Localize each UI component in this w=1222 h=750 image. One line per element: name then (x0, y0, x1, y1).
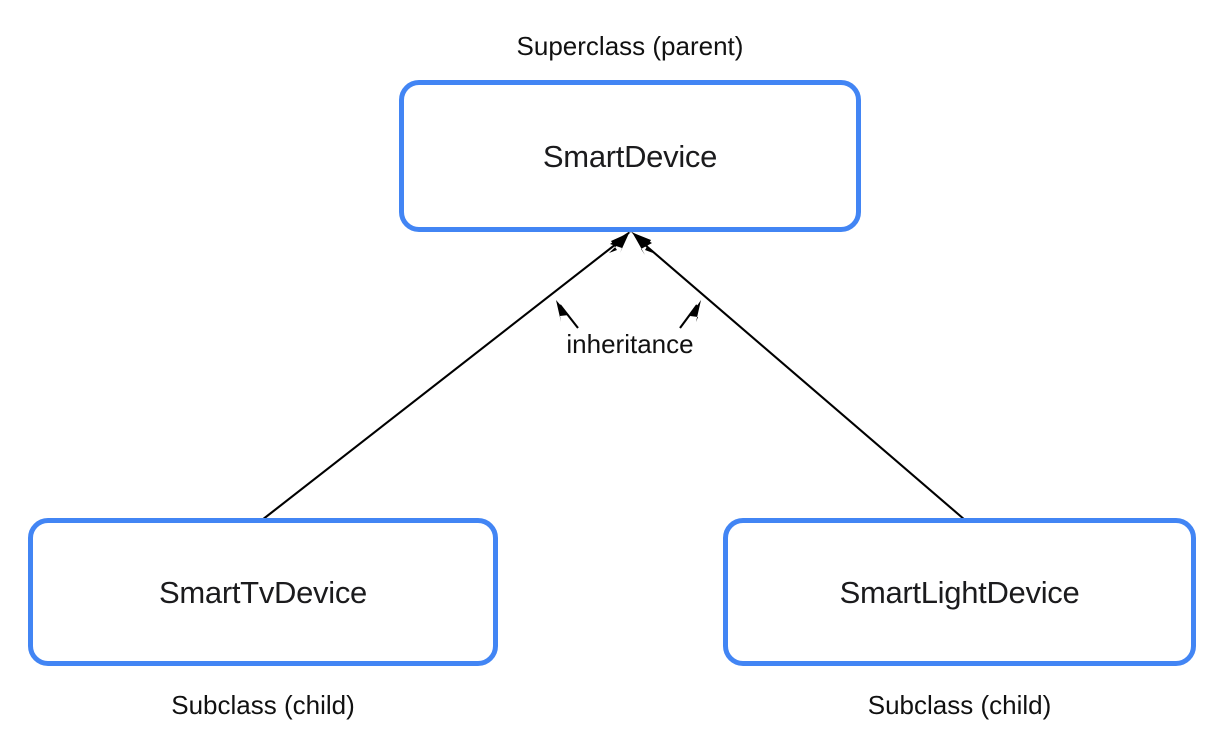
inheritance-arrow-right (631, 232, 966, 521)
caption-subclass-smarttvdevice: Subclass (child) (171, 690, 355, 720)
class-box-label-smartdevice: SmartDevice (542, 138, 718, 174)
inheritance-arrow-left (261, 231, 631, 521)
caption-subclass-smartlightdevice: Subclass (child) (867, 690, 1052, 720)
class-box-smartdevice[interactable]: SmartDevice (399, 80, 861, 232)
edge-label-inheritance: inheritance (566, 329, 694, 359)
label-pointer-right-icon (679, 300, 701, 329)
class-box-label-smarttvdevice: SmartTvDevice (159, 574, 367, 610)
class-box-smarttvdevice[interactable]: SmartTvDevice (28, 518, 498, 666)
label-pointer-left-icon (556, 300, 579, 329)
caption-superclass: Superclass (parent) (516, 31, 744, 61)
class-box-label-smartlightdevice: SmartLightDevice (839, 574, 1080, 610)
class-box-smartlightdevice[interactable]: SmartLightDevice (723, 518, 1196, 666)
